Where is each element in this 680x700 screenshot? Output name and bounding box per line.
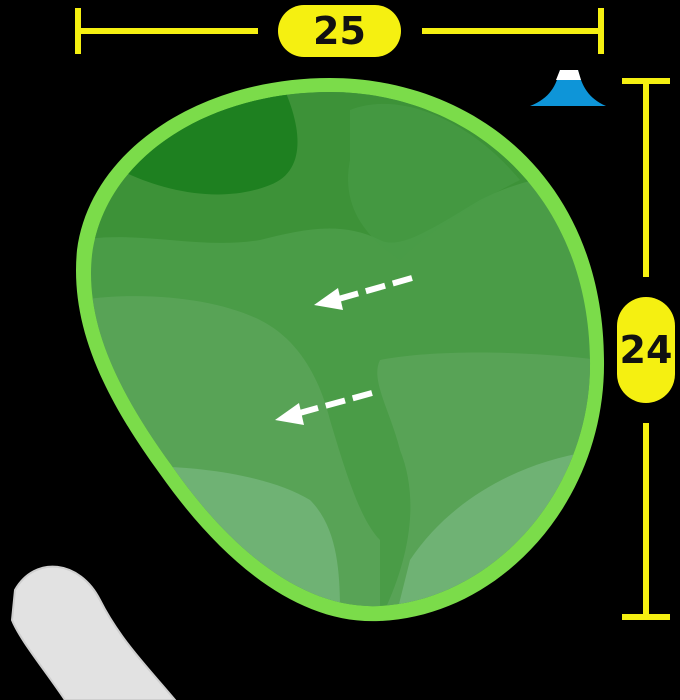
mountain-icon (530, 70, 606, 106)
green-width-label: 25 (278, 5, 401, 57)
slope-arrow (314, 275, 413, 310)
width-measure-line (75, 8, 604, 54)
green-depth-label: 24 (617, 297, 675, 403)
bunker (10, 565, 177, 700)
depth-measure-line (622, 78, 670, 620)
slope-arrow (275, 390, 373, 425)
